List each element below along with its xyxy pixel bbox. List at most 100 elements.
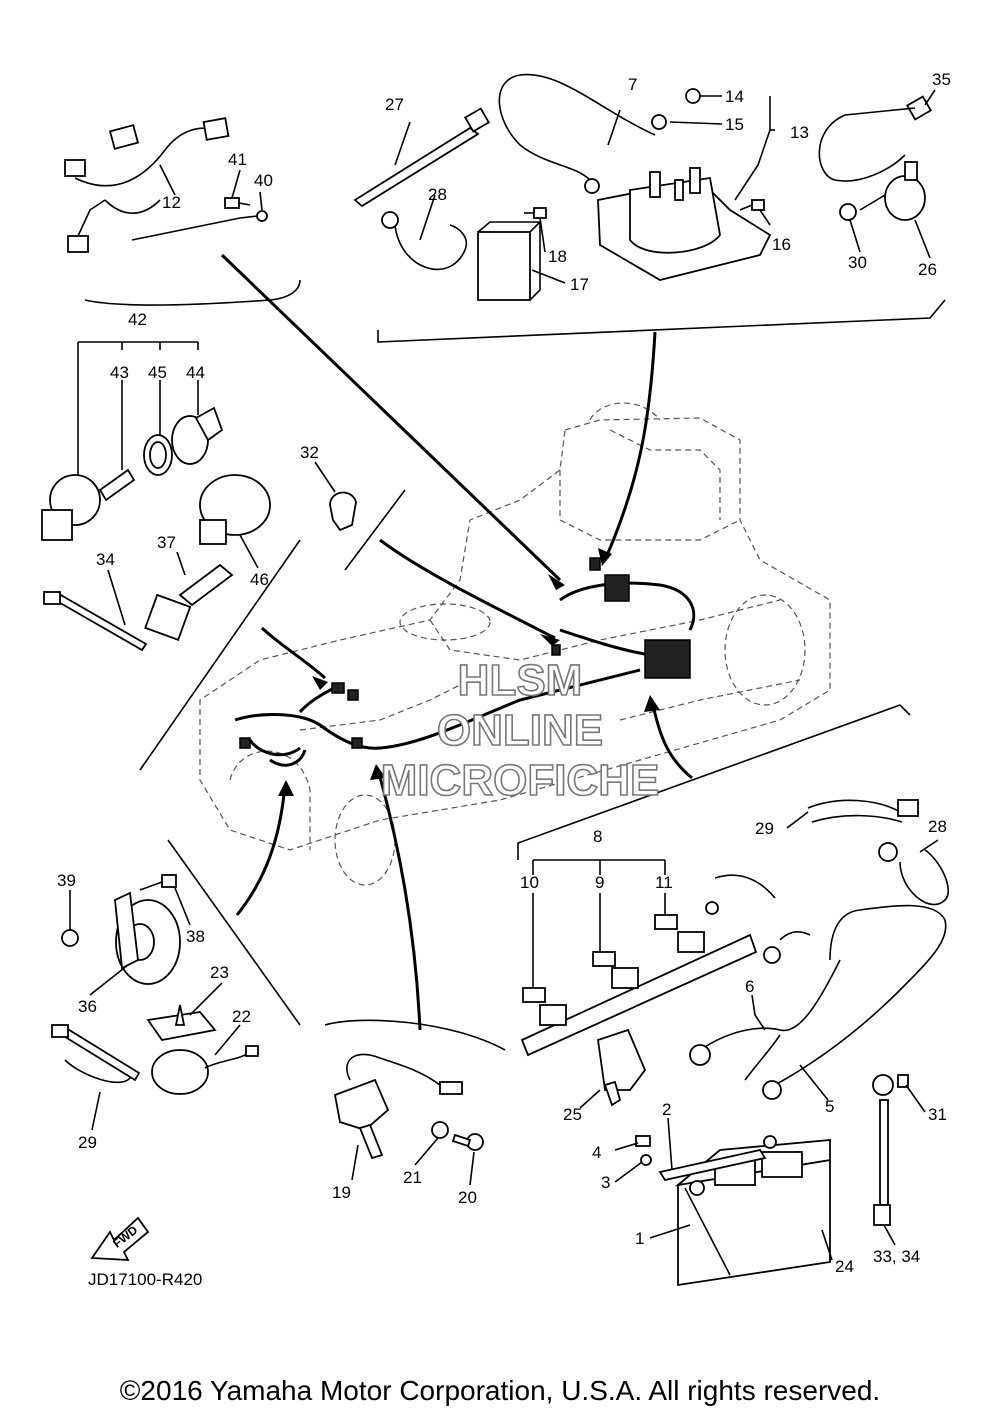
callout-28-right: 28: [928, 817, 947, 836]
part-46-socket[interactable]: [199, 474, 271, 545]
callout-39: 39: [57, 871, 76, 890]
callout-22: 22: [232, 1007, 251, 1026]
part-36-horn[interactable]: [114, 891, 181, 985]
callout-40: 40: [254, 171, 273, 190]
callout-15: 15: [725, 115, 744, 134]
part-13-solenoid[interactable]: [597, 167, 772, 281]
golf-cart-outline: [199, 402, 831, 886]
callout-1: 1: [635, 1229, 644, 1248]
part-5-cable[interactable]: [762, 904, 947, 1100]
reference-code: JD17100-R420: [88, 1270, 203, 1289]
callout-leaders: [69, 89, 939, 1261]
part-2-battery-strap[interactable]: [658, 1148, 767, 1276]
part-4-nut[interactable]: [635, 1135, 651, 1147]
callout-37: 37: [157, 533, 176, 552]
callout-33-34: 33, 34: [873, 1247, 920, 1266]
callout-35: 35: [932, 70, 951, 89]
callout-17: 17: [570, 275, 589, 294]
part-40-ground-lead[interactable]: [131, 210, 268, 241]
callout-10: 10: [520, 873, 539, 892]
part-38-bolt[interactable]: [139, 874, 177, 891]
part-31-clip[interactable]: [872, 1074, 909, 1096]
watermark-line-3: MICROFICHE: [381, 756, 660, 805]
part-24-battery[interactable]: [674, 1135, 831, 1287]
watermark-line-1: HLSM: [458, 656, 583, 705]
part-37-switch[interactable]: [144, 563, 234, 641]
part-39-nut[interactable]: [61, 929, 79, 947]
callout-30: 30: [848, 253, 867, 272]
callout-9: 9: [595, 873, 604, 892]
callout-25: 25: [563, 1105, 582, 1124]
callout-12: 12: [162, 193, 181, 212]
part-33-34-cable-tie[interactable]: [873, 1099, 891, 1226]
callout-29-left: 29: [78, 1133, 97, 1152]
callout-8: 8: [593, 827, 602, 846]
part-25-bracket[interactable]: [597, 1028, 647, 1107]
part-32-clip[interactable]: [329, 491, 357, 532]
group-brackets: [84, 279, 946, 1051]
callout-21: 21: [403, 1168, 422, 1187]
callout-11: 11: [655, 873, 673, 892]
part-21-washer[interactable]: [431, 1121, 449, 1139]
part-17-relay[interactable]: [477, 221, 542, 301]
part-29-cable-tie-right[interactable]: [807, 799, 919, 823]
part-16-bolt[interactable]: [739, 199, 765, 211]
part-28-clamp-top[interactable]: [381, 211, 468, 270]
callout-27: 27: [385, 95, 404, 114]
callout-23: 23: [210, 963, 229, 982]
callout-29-right: 29: [755, 819, 774, 838]
callout-31: 31: [928, 1105, 947, 1124]
callout-3: 3: [601, 1173, 610, 1192]
leader-lines: [220, 253, 693, 1031]
part-41-bolt[interactable]: [224, 197, 251, 209]
watermark: HLSM ONLINE MICROFICHE: [380, 655, 660, 806]
part-11-clip[interactable]: [654, 893, 678, 930]
part-23-bracket[interactable]: [146, 1004, 217, 1041]
forward-arrow-icon: FWD: [90, 1216, 150, 1261]
part-8-harness-bracket: [532, 859, 666, 875]
part-18-screw[interactable]: [524, 207, 547, 219]
part-28-clamp-right[interactable]: [878, 842, 950, 906]
part-3-washer[interactable]: [640, 1154, 652, 1166]
callout-34: 34: [96, 550, 115, 569]
main-wire-harness: [234, 557, 696, 767]
part-30-nut[interactable]: [839, 203, 857, 221]
part-34-cable-tie[interactable]: [43, 591, 148, 652]
battery-on-cart: [644, 639, 691, 679]
part-10-clip[interactable]: [522, 893, 546, 1003]
part-45-ring[interactable]: [143, 380, 173, 476]
part-7-cable[interactable]: [498, 73, 656, 194]
callout-14: 14: [725, 87, 744, 106]
callout-45: 45: [148, 363, 167, 382]
callout-5: 5: [825, 1097, 834, 1116]
part-6-cable[interactable]: [689, 959, 841, 1081]
callout-44: 44: [186, 363, 205, 382]
part-9-clip[interactable]: [592, 893, 616, 967]
part-22-sensor[interactable]: [151, 1045, 259, 1095]
part-43-main-switch[interactable]: [41, 380, 136, 541]
callout-26: 26: [918, 260, 937, 279]
part-20-bolt[interactable]: [451, 1133, 484, 1151]
callout-28-top: 28: [428, 185, 447, 204]
part-27-cable-tie[interactable]: [353, 107, 491, 208]
copyright-notice: ©2016 Yamaha Motor Corporation, U.S.A. A…: [119, 1375, 881, 1406]
callout-43: 43: [110, 363, 129, 382]
part-14-nut[interactable]: [685, 88, 701, 104]
callout-7: 7: [628, 75, 637, 94]
part-12-harness-lead[interactable]: [64, 117, 230, 253]
part-15-washer[interactable]: [651, 114, 667, 130]
callout-24: 24: [835, 1257, 854, 1276]
callout-numbers: 7 14 15 13 16 18 17 28 27 35 30 26 41 40…: [57, 70, 951, 1276]
part-19-switch[interactable]: [333, 1053, 463, 1160]
callout-41: 41: [228, 150, 247, 169]
callout-32: 32: [300, 443, 319, 462]
callout-36: 36: [78, 997, 97, 1016]
callout-42: 42: [128, 310, 147, 329]
callout-18: 18: [548, 247, 567, 266]
part-44-cover[interactable]: [171, 380, 224, 465]
callout-4: 4: [592, 1143, 601, 1162]
part-26-clamp[interactable]: [859, 161, 926, 221]
callout-19: 19: [332, 1183, 351, 1202]
part-29-cable-tie-left[interactable]: [51, 1024, 141, 1084]
